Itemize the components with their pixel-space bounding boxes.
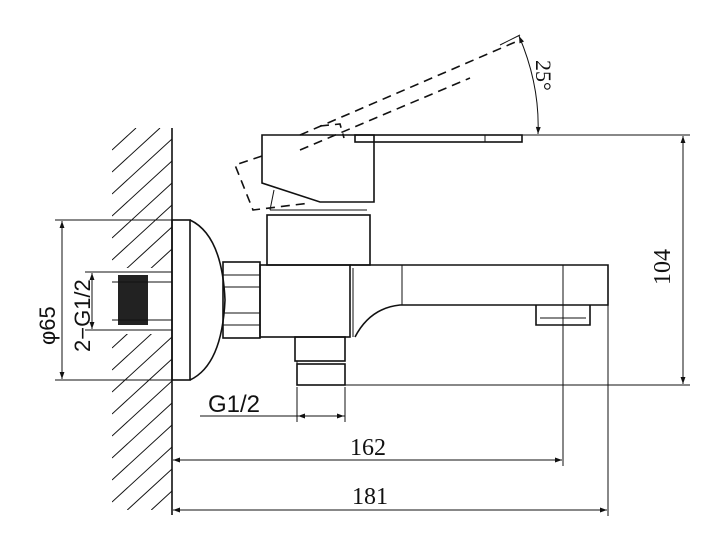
flange-dimensions: φ65 2−G1/2 [35, 219, 172, 381]
hatch-line [112, 358, 172, 415]
hatch-line [150, 490, 172, 510]
raised-handle-outline [233, 39, 521, 211]
hatch-line [112, 226, 172, 283]
flange-diameter-label: φ65 [35, 306, 60, 345]
hatch-line [112, 380, 172, 437]
hatch-line [112, 182, 172, 239]
hatch-line [112, 204, 172, 261]
inlet-thread-label: G1/2 [208, 391, 260, 418]
cartridge-column [266, 209, 371, 266]
height-label: 104 [650, 249, 676, 285]
hatch-line [126, 468, 172, 510]
length-dimensions: 162 181 [173, 305, 609, 516]
inlet-thread-dimension: G1/2 [200, 387, 346, 422]
wall-thread-label: 2−G1/2 [70, 279, 95, 352]
faucet-body [259, 264, 609, 338]
angle-label: 25° [531, 60, 556, 91]
connection-nut [222, 261, 261, 339]
height-dimension: 104 [345, 136, 690, 386]
length-outlet-label: 162 [350, 435, 386, 461]
hatch-line [112, 160, 172, 217]
hatch-line [112, 446, 172, 503]
bottom-inlet [294, 336, 346, 386]
angle-dimension: 25° [499, 34, 690, 136]
wall-flange [171, 219, 226, 381]
hatch-line [112, 138, 172, 195]
hatch-line [112, 402, 172, 459]
wall-pipe [112, 271, 172, 331]
hatch-line [112, 336, 172, 393]
wall-hatching [112, 128, 172, 510]
hatch-line [112, 424, 172, 481]
length-total-label: 181 [352, 484, 388, 510]
hatch-line [112, 128, 137, 151]
hatch-line [112, 128, 161, 173]
handle-block [261, 134, 523, 211]
